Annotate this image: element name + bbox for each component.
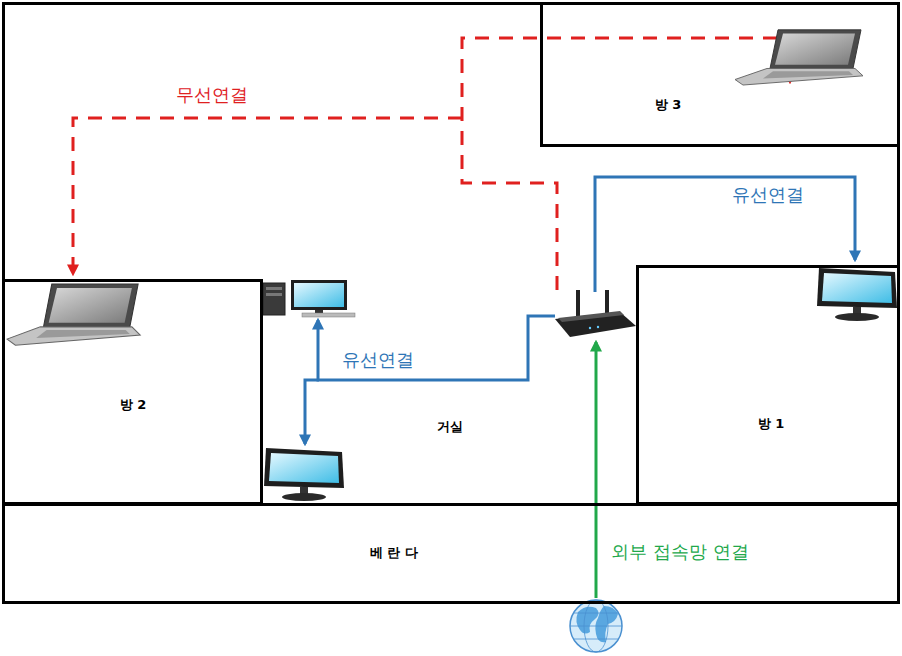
wired-label: 유선연결	[730, 184, 806, 206]
room-name: 방 1	[758, 416, 785, 432]
room-name: 거실	[437, 419, 463, 435]
wired-label: 유선연결	[340, 349, 416, 371]
room-box: 방 3	[540, 2, 900, 147]
room-name: 베 란 다	[370, 545, 418, 561]
room-name: 방 2	[120, 397, 147, 413]
external-link-label: 외부 접속망 연결	[609, 541, 750, 563]
veranda-band: 베 란 다	[2, 503, 900, 604]
house-outline: 거실 방 3 방 2 방 1 베 란 다	[2, 2, 900, 604]
wireless-label: 무선연결	[174, 84, 250, 106]
room-box: 방 1	[636, 265, 900, 505]
room-name: 방 3	[655, 97, 682, 113]
room-box: 방 2	[2, 279, 263, 505]
